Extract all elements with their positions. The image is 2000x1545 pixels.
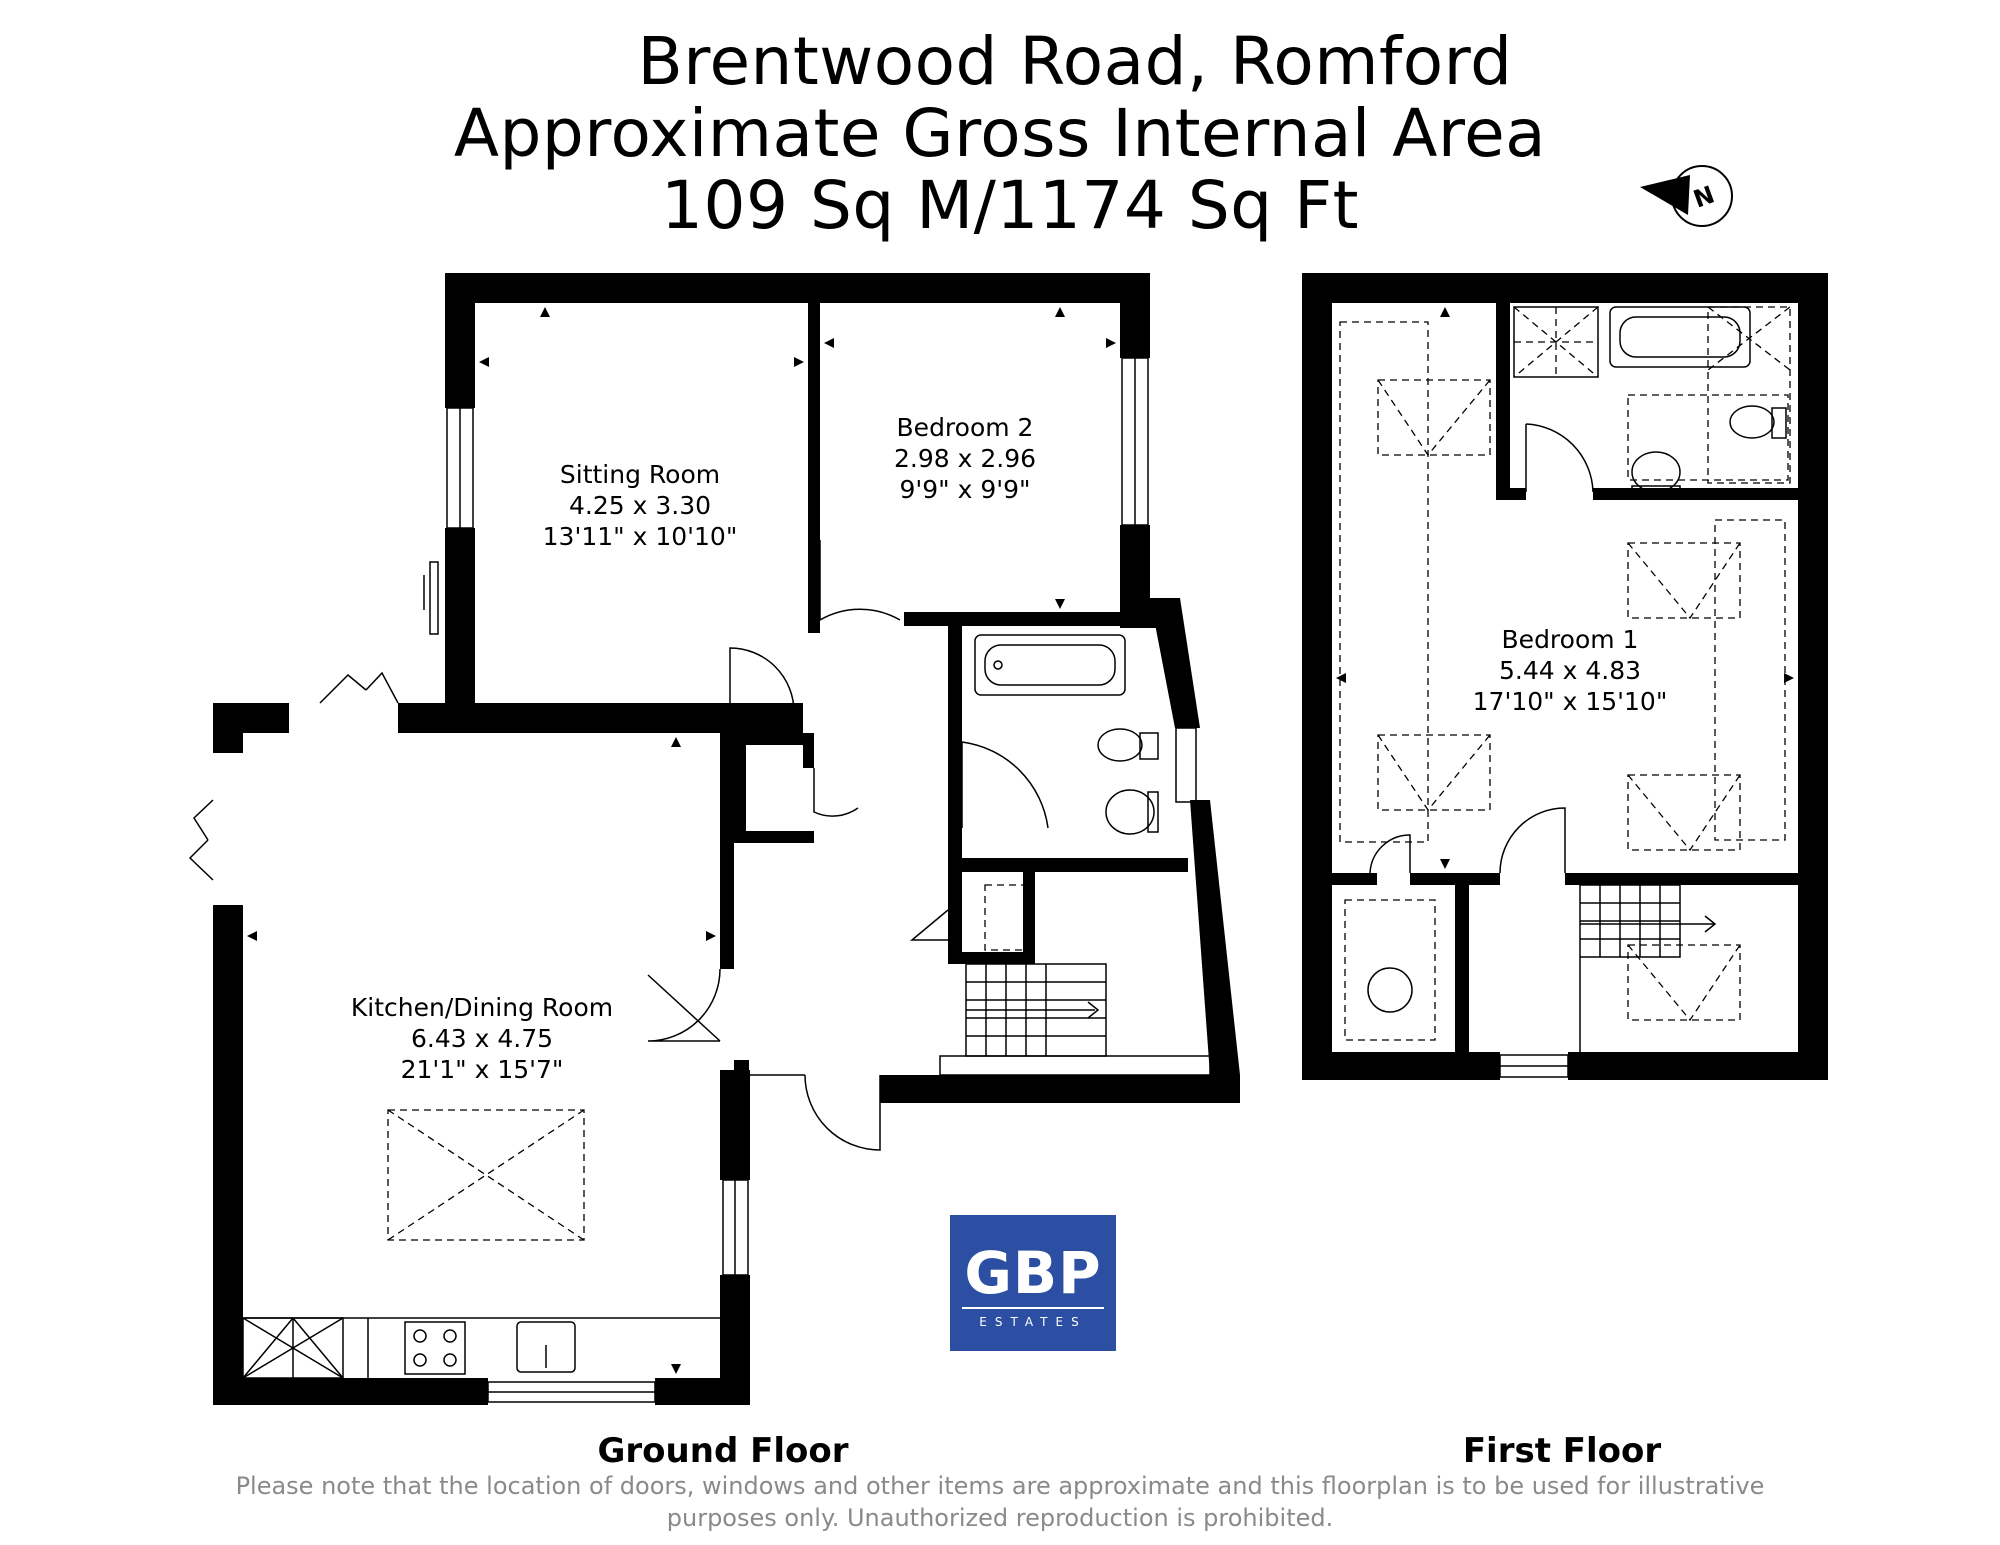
title-area-value: 109 Sq M/1174 Sq Ft	[661, 167, 1359, 244]
kitchen-dining-name: Kitchen/Dining Room	[351, 993, 613, 1022]
gbp-estates-logo: GBP ESTATES	[950, 1215, 1116, 1351]
logo-sub-text: ESTATES	[979, 1315, 1087, 1329]
title-area-label: Approximate Gross Internal Area	[453, 95, 1547, 172]
disclaimer-line-1: Please note that the location of doors, …	[235, 1472, 1765, 1500]
title-address: Brentwood Road, Romford	[637, 23, 1513, 100]
bedroom-2-name: Bedroom 2	[897, 413, 1034, 442]
bedroom-1-imperial: 17'10" x 15'10"	[1473, 687, 1668, 716]
sitting-room-metric: 4.25 x 3.30	[569, 491, 711, 520]
compass-letter: N	[1690, 180, 1718, 213]
disclaimer-line-2: purposes only. Unauthorized reproduction…	[666, 1504, 1334, 1532]
bedroom-2-imperial: 9'9" x 9'9"	[899, 475, 1030, 504]
kitchen-dining-metric: 6.43 x 4.75	[411, 1024, 553, 1053]
logo-main-text: GBP	[964, 1239, 1102, 1307]
first-floor-label: First Floor	[1463, 1431, 1662, 1471]
sitting-room-name: Sitting Room	[560, 460, 720, 489]
bedroom-1-metric: 5.44 x 4.83	[1499, 656, 1641, 685]
compass-icon: N	[1640, 165, 1733, 227]
bedroom-1-name: Bedroom 1	[1502, 625, 1639, 654]
ground-floor-plan: Sitting Room 4.25 x 3.30 13'11" x 10'10"…	[188, 273, 1240, 1471]
kitchen-dining-imperial: 21'1" x 15'7"	[401, 1055, 564, 1084]
first-floor-plan: Bedroom 1 5.44 x 4.83 17'10" x 15'10" Fi…	[1302, 273, 1828, 1471]
ground-floor-label: Ground Floor	[598, 1431, 849, 1471]
sitting-room-imperial: 13'11" x 10'10"	[543, 522, 738, 551]
bedroom-2-metric: 2.98 x 2.96	[894, 444, 1036, 473]
